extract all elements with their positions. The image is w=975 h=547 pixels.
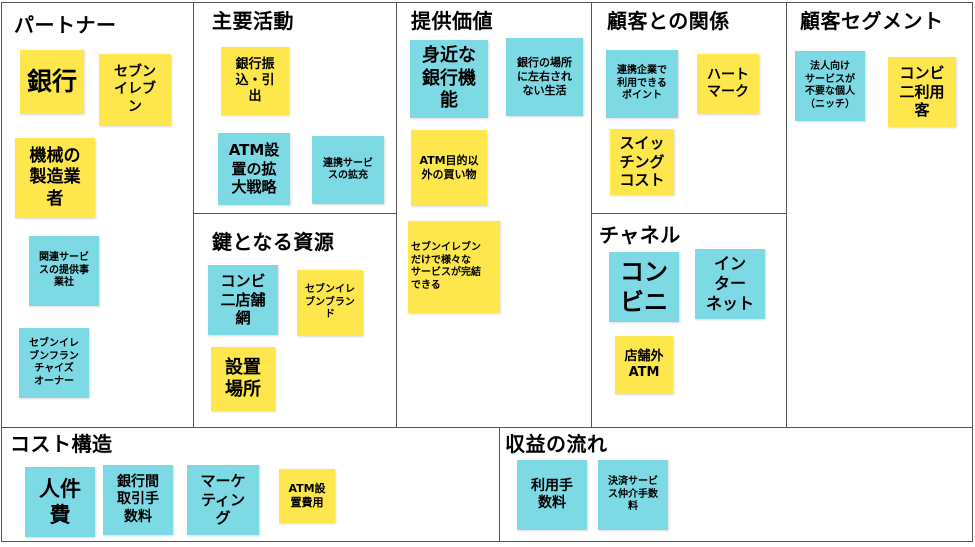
section-title-revenue: 収益の流れ: [505, 432, 608, 456]
divider-relationships-segments: [786, 2, 787, 427]
sticky-note-store-network: コンビ 二店舗 網: [208, 265, 278, 335]
sticky-note-location-free: 銀行の場所 に左右され ない生活: [506, 38, 583, 116]
sticky-note-bank: 銀行: [20, 50, 84, 114]
section-title-segments: 顧客セグメント: [800, 9, 944, 33]
sticky-note-offsite-atm: 店舗外 ATM: [615, 336, 673, 394]
sticky-note-machine-maker: 機械の 製造業 者: [15, 138, 95, 218]
sticky-note-heart-mark: ハート マーク: [697, 54, 759, 114]
sticky-note-installation-site: 設置 場所: [211, 347, 275, 411]
sticky-note-store-customers: コンビ 二利用 客: [888, 57, 956, 127]
sticky-note-settlement-fee: 決済サービ ス仲介手数 料: [598, 460, 668, 530]
section-title-partners: パートナー: [14, 13, 117, 37]
section-title-costs: コスト構造: [10, 432, 113, 456]
sticky-note-switching-cost: スイッ チング コスト: [610, 129, 674, 195]
section-title-activities: 主要活動: [212, 9, 294, 33]
divider-upper-lower: [1, 427, 973, 428]
border-left: [1, 2, 2, 542]
sticky-note-usage-fee: 利用手 数料: [517, 460, 587, 530]
sticky-note-convenience-store: コン ビニ: [609, 252, 679, 322]
sticky-note-service-expansion: 連携サービ スの拡充: [312, 136, 384, 204]
sticky-note-one-stop-service: セブンイレブン だけで様々な サービスが完結 できる: [408, 221, 500, 313]
sticky-note-internet: イン ター ネット: [695, 249, 765, 319]
sticky-note-bank-transfer: 銀行振 込・引 出: [221, 47, 289, 115]
section-title-channels: チャネル: [599, 223, 681, 247]
section-title-relationships: 顧客との関係: [607, 9, 730, 33]
border-top: [1, 2, 973, 3]
sticky-note-atm-installation-cost: ATM設 置費用: [279, 469, 335, 523]
sticky-note-seven-eleven: セブン イレブ ン: [99, 54, 171, 126]
sticky-note-interbank-fees: 銀行間 取引手 数料: [103, 465, 173, 535]
divider-activities-value: [396, 2, 397, 427]
border-bottom: [1, 541, 973, 542]
sticky-note-partner-points: 連携企業で 利用できる ポイント: [606, 50, 678, 118]
divider-relationships-channels: [591, 213, 786, 214]
sticky-note-marketing: マーケ ティン グ: [187, 465, 259, 535]
divider-costs-revenue: [499, 427, 500, 542]
sticky-note-related-service: 関連サービ スの提供事 業社: [29, 236, 99, 306]
sticky-note-other-shopping: ATM目的以 外の買い物: [411, 130, 487, 206]
sticky-note-niche-individuals: 法人向け サービスが 不要な個人 （ニッチ）: [795, 51, 865, 121]
divider-value-relationships: [591, 2, 592, 427]
sticky-note-brand: セブンイレ ブンブラン ド: [297, 270, 363, 336]
section-title-value: 提供価値: [411, 9, 493, 33]
sticky-note-close-banking: 身近な 銀行機 能: [410, 40, 488, 118]
sticky-note-labor-cost: 人件 費: [25, 467, 95, 537]
section-title-resources: 鍵となる資源: [212, 230, 335, 254]
divider-partners-activities: [193, 2, 194, 427]
border-right: [972, 2, 973, 542]
divider-activities-resources: [193, 213, 396, 214]
sticky-note-atm-expansion: ATM設 置の拡 大戦略: [218, 133, 290, 205]
sticky-note-franchise-owner: セブンイレ ブンフラン チャイズ オーナー: [19, 328, 89, 398]
